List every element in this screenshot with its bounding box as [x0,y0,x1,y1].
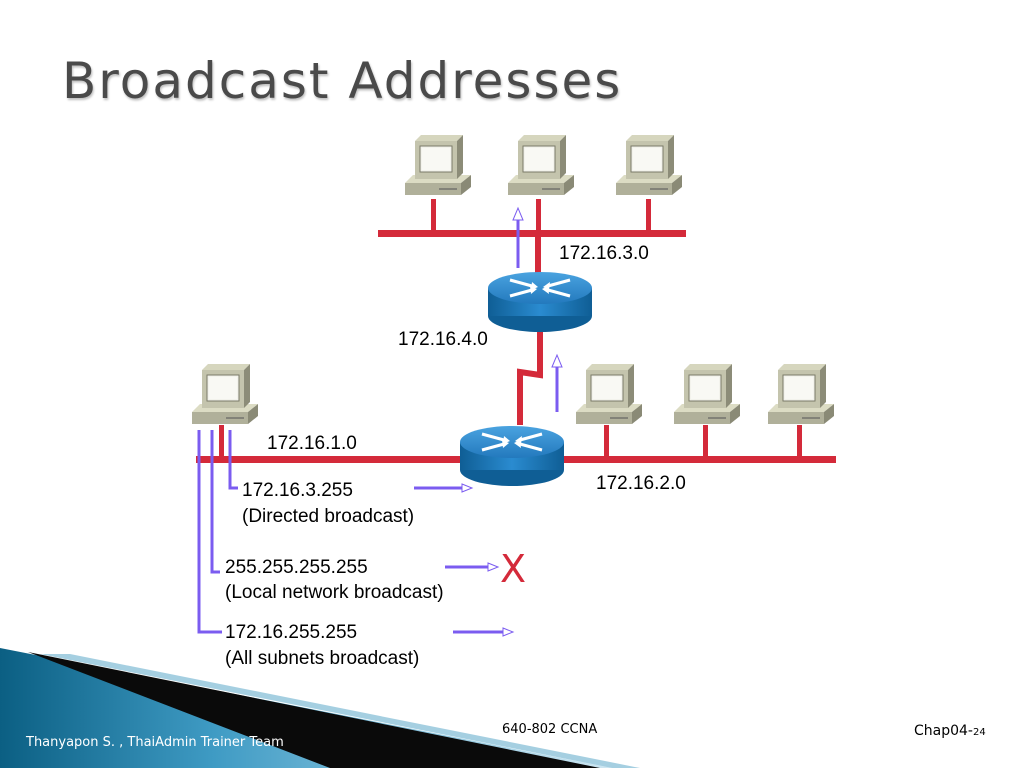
serial-link-172-16-4-0 [517,330,543,425]
router-icon [486,270,594,334]
slide-title: Broadcast Addresses [62,52,623,110]
network-label-172-16-4-0: 172.16.4.0 [398,329,488,350]
pc-workstation-icon [404,134,472,196]
pc-workstation-icon [767,363,835,425]
broadcast-description: (Directed broadcast) [242,506,415,527]
broadcast-address: 172.16.3.255 [242,480,353,501]
pc-workstation-icon [673,363,741,425]
pc-workstation-icon [191,363,259,425]
footer-chapter-label: Chap04- [914,723,973,739]
footer-course: 640-802 CCNA [502,722,598,737]
broadcast-description: (Local network broadcast) [225,582,444,603]
network-label-172-16-3-0: 172.16.3.0 [559,243,649,264]
footer-chapter: Chap04-24 [914,723,986,739]
segment-172-16-2-0 [560,425,836,463]
broadcast-address: 172.16.255.255 [225,622,358,643]
router-icon [458,424,566,488]
decorative-bands [0,648,640,768]
network-label-172-16-2-0: 172.16.2.0 [596,473,686,494]
pc-workstation-icon [575,363,643,425]
footer-author: Thanyapon S. , ThaiAdmin Trainer Team [26,735,284,750]
segment-172-16-1-0 [196,425,464,463]
broadcast-address: 255.255.255.255 [225,557,368,578]
router-uplink [535,236,541,276]
pc-workstation-icon [615,134,683,196]
blocked-x-mark: X [500,547,527,591]
broadcast-description: (All subnets broadcast) [225,648,420,669]
broadcast-arrows [197,206,563,637]
pc-workstation-icon [507,134,575,196]
page-number: 24 [972,727,986,738]
segment-172-16-3-0 [378,199,686,237]
network-label-172-16-1-0: 172.16.1.0 [267,433,357,454]
